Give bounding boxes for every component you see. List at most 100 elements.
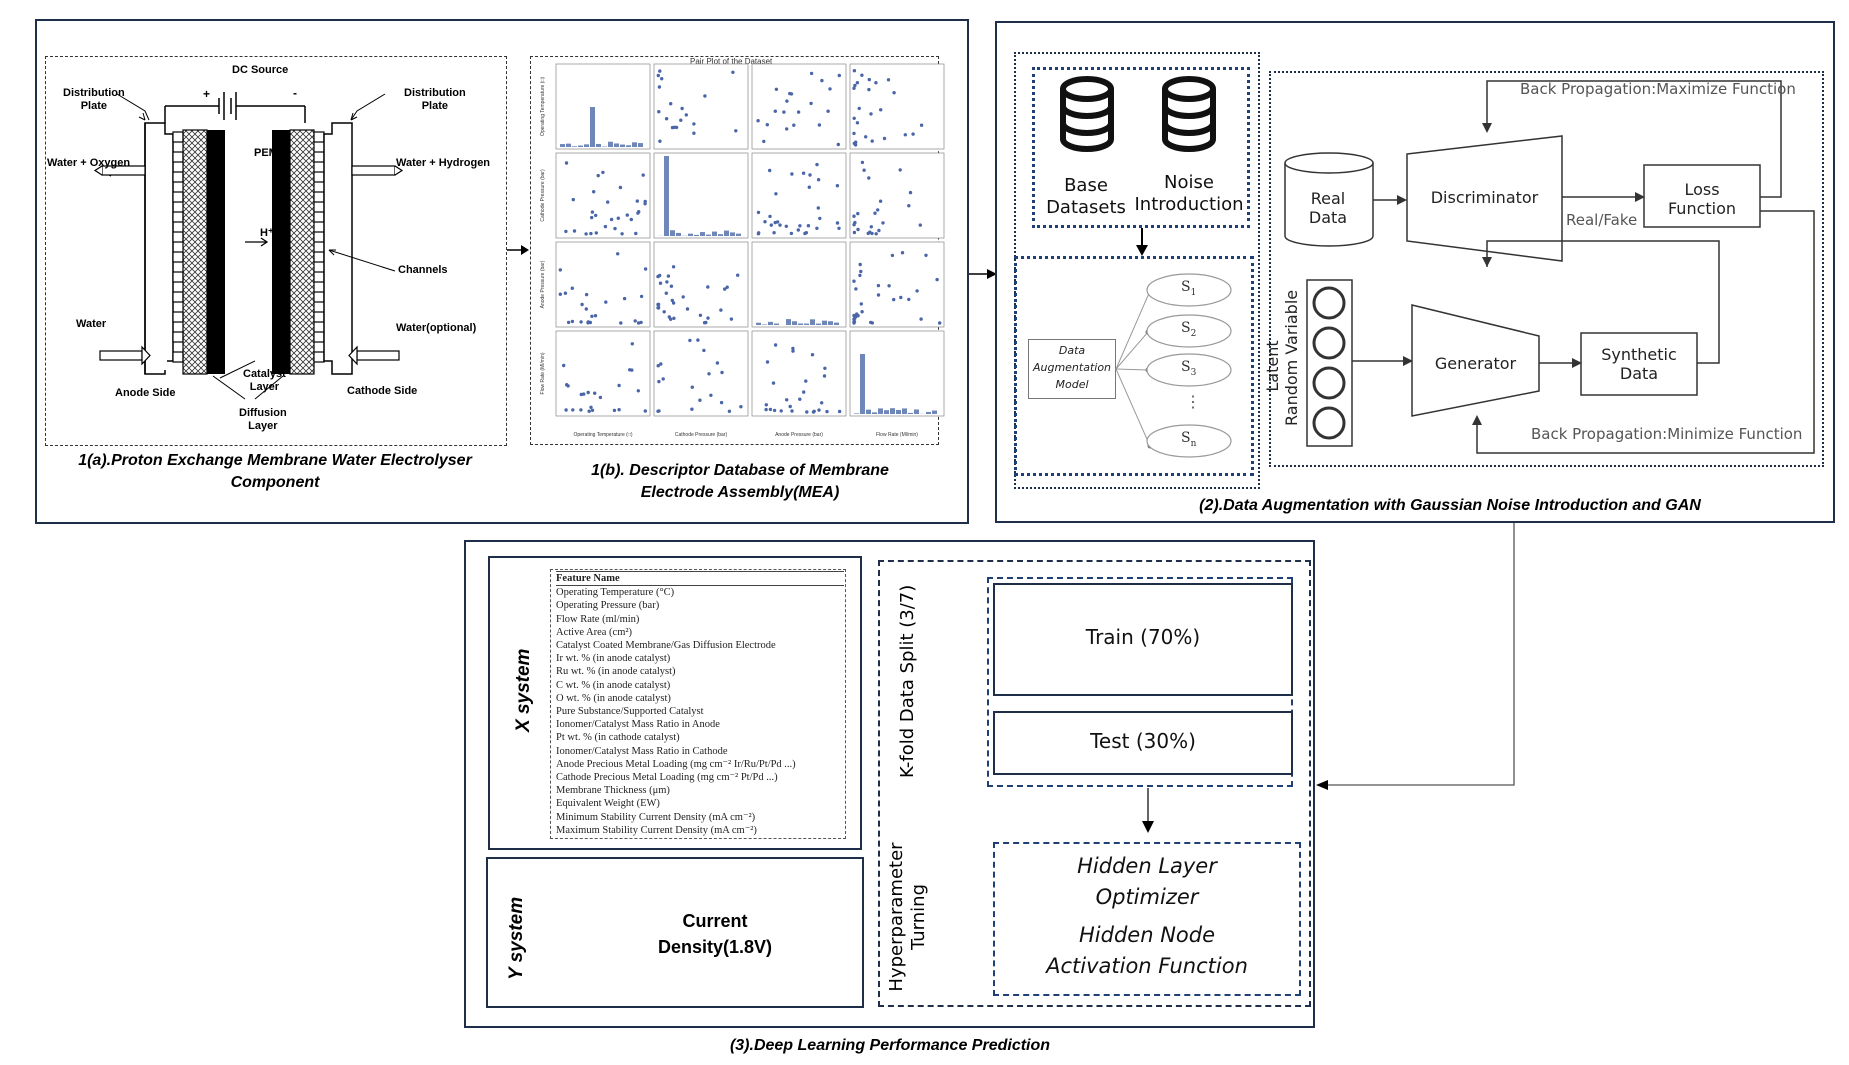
feature-table-header: Feature Name — [556, 571, 844, 587]
scatter-point — [725, 285, 729, 289]
panel-1-frame — [35, 19, 969, 524]
histogram-bar — [664, 156, 669, 236]
catalyst-line1: Catalyst — [243, 368, 286, 380]
catalyst-layer-label: Catalyst Layer — [243, 368, 286, 394]
hidden-line1: Hidden Layer — [1077, 854, 1217, 878]
pairplot-cell — [555, 63, 651, 150]
scatter-point — [768, 407, 773, 412]
pairplot-cell — [653, 152, 749, 239]
caption-1b: 1(b). Descriptor Database of Membrane El… — [570, 460, 910, 504]
panel-3-frame — [464, 540, 1315, 1028]
scatter-point — [704, 320, 708, 325]
scatter-point — [867, 87, 871, 92]
pairplot-cell — [555, 241, 651, 328]
histogram-bar — [572, 146, 577, 147]
scatter-point — [727, 409, 732, 413]
noise-introduction-label: Noise Introduction — [1134, 172, 1244, 216]
scatter-point — [835, 221, 840, 225]
feature-row: Pt wt. % (in cathode catalyst) — [556, 732, 680, 744]
histogram-bar — [866, 409, 871, 414]
water-hydrogen-label: Water + Hydrogen — [396, 157, 491, 169]
scatter-point — [690, 407, 694, 411]
feature-row: C wt. % (in anode catalyst) — [556, 679, 671, 691]
dam-line2: Augmentation — [1032, 361, 1112, 374]
scatter-point — [633, 319, 637, 323]
scatter-point — [804, 231, 808, 235]
synthetic-line2: Data — [1619, 364, 1659, 383]
scatter-point — [907, 204, 911, 208]
augmentation-model-box — [1014, 256, 1254, 476]
histogram-bar — [792, 321, 797, 325]
scatter-point — [806, 224, 811, 228]
base-line1: Base — [1064, 175, 1108, 196]
scatter-point — [899, 295, 903, 300]
feature-row: Ionomer/Catalyst Mass Ratio in Anode — [556, 719, 720, 731]
scatter-point — [908, 190, 913, 195]
scatter-point — [886, 78, 891, 82]
current-density-label: Current Density(1.8V) — [590, 908, 840, 960]
pairplot-cell — [653, 241, 749, 328]
scatter-point — [616, 216, 620, 220]
histogram-bar — [620, 144, 625, 147]
scatter-point — [756, 119, 760, 123]
scatter-point — [596, 173, 600, 178]
scatter-point — [613, 226, 617, 231]
pairplot-cell — [653, 330, 749, 417]
panel-2-frame — [995, 21, 1835, 523]
scatter-point — [773, 109, 777, 113]
scatter-point — [763, 220, 767, 224]
scatter-point — [788, 404, 792, 409]
minus-sign: - — [293, 86, 297, 100]
scatter-point — [900, 251, 905, 255]
caption-3: (3).Deep Learning Performance Prediction — [729, 1037, 1051, 1054]
scatter-point — [592, 190, 596, 194]
dist-right-line2: Plate — [421, 100, 448, 112]
anode-side-label: Anode Side — [115, 387, 176, 399]
pairplot-ylabel: Operating Temperature (□) — [540, 77, 546, 136]
dist-left-line1: Distribution — [63, 87, 125, 99]
anode-channels — [172, 131, 184, 363]
scatter-point — [817, 408, 821, 412]
histogram-bar — [872, 412, 877, 414]
scatter-point — [774, 192, 778, 196]
scatter-point — [629, 217, 633, 222]
histogram-bar — [834, 322, 839, 325]
scatter-point — [719, 308, 723, 312]
scatter-point — [877, 228, 881, 233]
histogram-bar — [608, 141, 613, 147]
scatter-point — [852, 320, 856, 324]
diffusion-line2: Layer — [248, 420, 278, 432]
scatter-point — [584, 232, 588, 236]
sn-sub: n — [1190, 438, 1197, 449]
scatter-point — [852, 69, 857, 73]
pem-electrolyser-drawing — [93, 92, 404, 400]
pairplot-ylabel: Cathode Pressure (bar) — [540, 169, 546, 222]
scatter-point — [856, 211, 860, 216]
scatter-point — [852, 214, 856, 218]
feature-row: Operating Temperature (°C) — [556, 587, 675, 599]
scatter-point — [835, 184, 840, 188]
hyperparameter-label: Hyperparameter Turning — [886, 837, 930, 997]
scatter-point — [852, 313, 856, 318]
scatter-point — [656, 364, 660, 368]
scatter-point — [791, 349, 795, 353]
scatter-point — [892, 297, 896, 302]
pairplot-cell — [751, 241, 847, 328]
feature-row: Pure Substance/Supported Catalyst — [556, 706, 704, 718]
scatter-point — [684, 113, 688, 117]
scatter-point — [564, 408, 568, 412]
scatter-point — [679, 118, 683, 122]
scatter-point — [762, 139, 766, 144]
scatter-point — [579, 408, 583, 412]
cathode-side-label: Cathode Side — [347, 385, 418, 397]
scatter-point — [782, 110, 786, 114]
scatter-point — [563, 291, 568, 295]
catalyst-line2: Layer — [249, 381, 280, 393]
scatter-point — [590, 210, 595, 214]
channels-label: Channels — [398, 264, 448, 276]
scatter-point — [680, 106, 684, 111]
scatter-point — [818, 216, 822, 221]
histogram-bar — [626, 145, 631, 147]
feature-row: Equivalent Weight (EW) — [556, 798, 660, 810]
scatter-point — [562, 363, 566, 368]
